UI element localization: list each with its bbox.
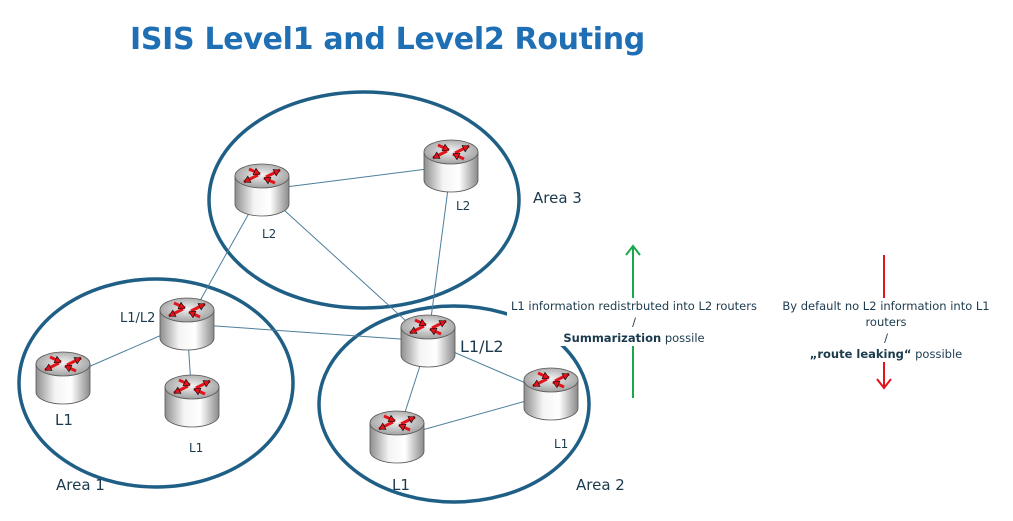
link-a3-left-a2-core: [261, 189, 429, 342]
router-label-a2-core: L1/L2: [460, 337, 504, 356]
router-a1-left-icon: [35, 351, 91, 405]
router-a2-core-icon: [400, 314, 456, 368]
page-title: ISIS Level1 and Level2 Routing: [130, 22, 645, 57]
redistribution-note-rest: possile: [661, 331, 705, 345]
router-label-a2-bottom: L1: [392, 476, 410, 494]
router-label-a3-right: L2: [456, 199, 470, 213]
router-label-a2-right: L1: [554, 437, 568, 451]
router-a3-right-icon: [423, 139, 479, 193]
area-label-area3: Area 3: [533, 189, 582, 207]
redistribution-note-line1: L1 information redistrbuted into L2 rout…: [511, 299, 757, 313]
area-label-area1: Area 1: [56, 476, 105, 494]
route-leaking-term: „route leaking“: [809, 347, 912, 361]
route-leaking-note-separator: /: [884, 331, 888, 345]
router-label-a1-core: L1/L2: [120, 311, 155, 326]
area-label-area2: Area 2: [576, 476, 625, 494]
router-label-a1-left: L1: [55, 411, 73, 429]
area-1-ring: [17, 277, 295, 489]
router-label-a3-left: L2: [262, 227, 276, 241]
router-a1-bottom-icon: [164, 374, 220, 428]
route-leaking-note: By default no L2 information into L1 rou…: [762, 298, 1010, 362]
route-leaking-note-rest: possible: [911, 347, 963, 361]
area-3-ring: [207, 90, 521, 310]
redistribution-note-separator: /: [632, 315, 636, 329]
router-label-a1-bottom: L1: [189, 441, 203, 455]
route-leaking-note-line1: By default no L2 information into L1 rou…: [782, 299, 990, 329]
router-a2-bottom-icon: [369, 410, 425, 464]
route-leaking-note-line3: „route leaking“ possible: [762, 346, 1010, 362]
link-a3-left-a3-right: [261, 165, 452, 191]
redistribution-note-line3: Summarization possile: [507, 330, 761, 346]
summarization-term: Summarization: [563, 331, 662, 345]
router-a3-left-icon: [234, 163, 290, 217]
router-a1-core-icon: [159, 297, 215, 351]
link-a1-core-a2-core: [186, 323, 429, 342]
link-a3-right-a2-core: [427, 165, 452, 342]
redistribution-note: L1 information redistrbuted into L2 rout…: [507, 298, 761, 346]
area-2-ring: [317, 304, 591, 504]
router-a2-right-icon: [523, 367, 579, 421]
